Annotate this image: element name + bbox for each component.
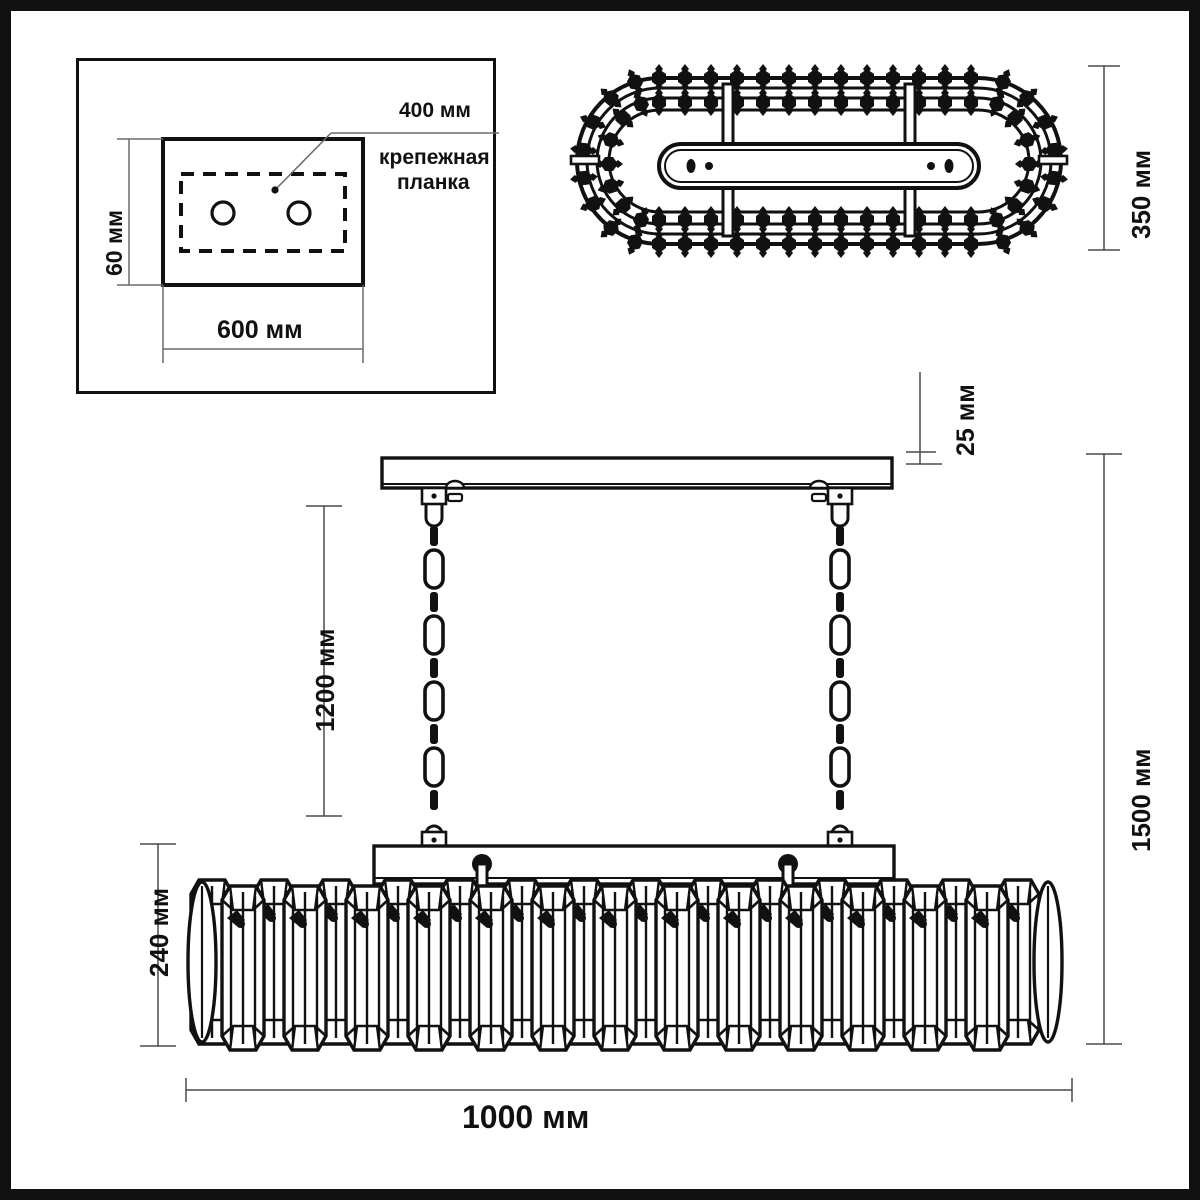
label-mount-plate-line1: крепежная: [379, 146, 490, 169]
front-view: [186, 456, 1064, 1052]
label-350mm: 350 мм: [1126, 149, 1156, 239]
label-25mm: 25 мм: [952, 384, 980, 456]
canopy-hole-left-small: [705, 162, 713, 170]
top-view-canopy: [657, 142, 981, 190]
leader-line: [274, 132, 332, 191]
dim-1200mm: [306, 505, 342, 817]
label-mount-plate-line2: планка: [397, 171, 470, 194]
mounting-hole-left: [210, 200, 236, 226]
chain-right: [826, 504, 854, 850]
mounting-plate-dashed-region: [179, 172, 347, 253]
inset-drawing: [117, 132, 499, 363]
canopy-hole-left-large: [686, 159, 696, 173]
ceiling-canopy-plate: [380, 456, 894, 506]
mounting-plate-inset-panel: 400 мм крепежная планка 60 мм 600 мм: [76, 58, 499, 394]
dim-240mm: [140, 843, 176, 1047]
dim-25mm: [906, 372, 942, 465]
label-1000mm: 1000 мм: [462, 1099, 590, 1135]
canopy-hole-right-small: [927, 162, 935, 170]
crystal-shade: [186, 878, 1064, 1052]
top-view-oval: [569, 64, 1069, 258]
mounting-hole-right: [286, 200, 312, 226]
label-240mm: 240 мм: [144, 887, 174, 977]
drawing-canvas: 400 мм крепежная планка 60 мм 600 мм: [14, 14, 1186, 1186]
dim-1000mm: [185, 1078, 1073, 1102]
label-600mm: 600 мм: [217, 316, 303, 344]
leader-dot: [271, 186, 279, 194]
inner-border: [9, 9, 1191, 1191]
canopy-hole-right-large: [944, 159, 954, 173]
label-400mm: 400 мм: [399, 99, 471, 122]
dim-350mm: [1088, 65, 1120, 251]
label-1200mm: 1200 мм: [310, 628, 340, 732]
mounting-plate-outline: [161, 137, 365, 287]
label-60mm: 60 мм: [101, 209, 127, 276]
chain-left: [420, 504, 448, 850]
dim-1500mm: [1086, 453, 1122, 1045]
label-1500mm: 1500 мм: [1126, 748, 1156, 852]
